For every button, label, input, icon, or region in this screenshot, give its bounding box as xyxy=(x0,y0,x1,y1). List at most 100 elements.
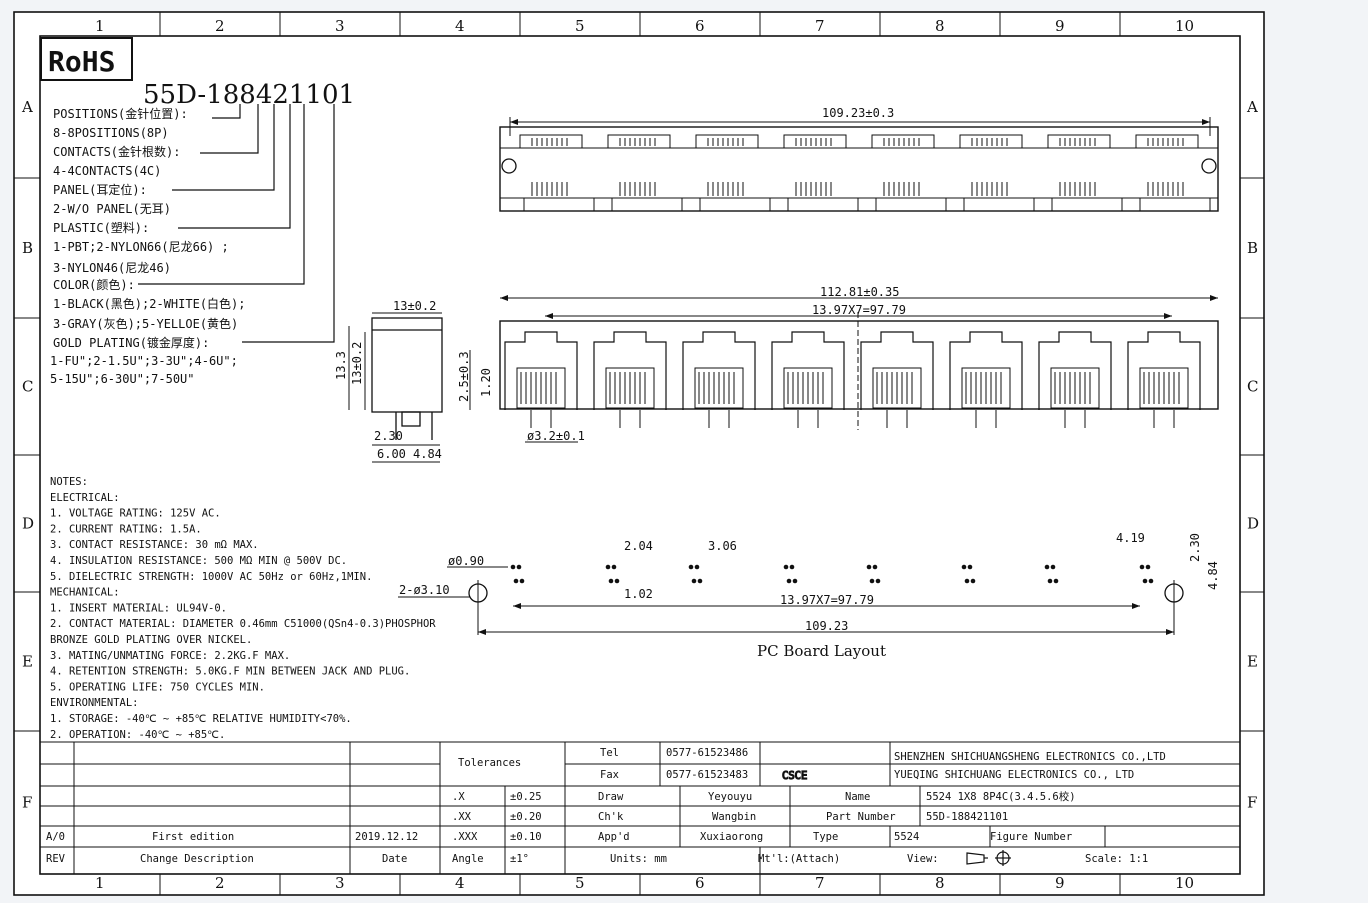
grid-row-label-left: B xyxy=(22,239,33,257)
grid-col-label-bottom: 10 xyxy=(1175,874,1194,892)
fax-label: Fax xyxy=(600,769,619,781)
company-name-2: YUEQING SHICHUANG ELECTRONICS CO., LTD xyxy=(894,769,1134,781)
name-value: 5524 1X8 8P4C(3.4.5.6校) xyxy=(926,790,1076,803)
front-view: 112.81±0.35 13.97X7=97.79 1.20 ø3.2±0.1 xyxy=(479,285,1219,443)
dim-pcb-pitch: 13.97X7=97.79 xyxy=(780,593,874,607)
dim-side-h1: 13.3 xyxy=(334,351,348,380)
tolerance-key: .X xyxy=(452,791,465,803)
part-number-label: Part Number xyxy=(826,811,896,823)
rohs-mark: RoHS xyxy=(48,45,115,78)
title-block-text: Tolerances.X±0.25.XX±0.20.XXX±0.10Angle±… xyxy=(46,747,1166,865)
grid-col-label-bottom: 2 xyxy=(215,874,225,892)
tolerance-value: ±0.20 xyxy=(510,811,542,823)
note-line: BRONZE GOLD PLATING OVER NICKEL. xyxy=(50,634,252,646)
tolerances-label: Tolerances xyxy=(458,757,521,769)
spec-leaders xyxy=(138,104,335,343)
dim-side-b1: 2.30 xyxy=(374,429,403,443)
grid-col-label-bottom: 1 xyxy=(95,874,105,892)
spec-line: 4-4CONTACTS(4C) xyxy=(53,164,161,178)
grid-col-label-top: 3 xyxy=(335,17,345,35)
tel-label: Tel xyxy=(600,747,619,759)
dim-pcb-total: 109.23 xyxy=(805,619,848,633)
dim-pcb-102: 1.02 xyxy=(624,587,653,601)
spec-line: 3-GRAY(灰色);5-YELLOE(黄色) xyxy=(53,317,238,331)
dim-front-pitch: 13.97X7=97.79 xyxy=(812,303,906,317)
dim-side-b3: 4.84 xyxy=(413,447,442,461)
top-view: 109.23±0.3 xyxy=(499,106,1219,212)
spec-line: 1-FU";2-1.5U";3-3U";4-6U"; xyxy=(50,354,238,368)
part-code-spec: POSITIONS(金针位置):8-8POSITIONS(8P)CONTACTS… xyxy=(50,106,246,386)
figure-number-label: Figure Number xyxy=(990,831,1072,843)
scale-label: Scale: 1:1 xyxy=(1085,853,1148,865)
grid-col-label-top: 5 xyxy=(575,17,585,35)
title-block xyxy=(40,741,1240,874)
check-label: Ch'k xyxy=(598,811,624,823)
dim-pcb-204: 2.04 xyxy=(624,539,653,553)
grid-col-label-top: 10 xyxy=(1175,17,1194,35)
pcb-layout xyxy=(398,564,1184,635)
grid-col-label-bottom: 5 xyxy=(575,874,585,892)
spec-line: 1-PBT;2-NYLON66(尼龙66) ; xyxy=(53,240,229,254)
grid-row-label-right: F xyxy=(1247,794,1257,812)
change-description-header: Change Description xyxy=(140,853,254,865)
company-logo: CSCE xyxy=(782,770,807,782)
date-header: Date xyxy=(382,853,407,865)
grid-col-label-bottom: 7 xyxy=(815,874,825,892)
note-line: 1. INSERT MATERIAL: UL94V-0. xyxy=(50,602,227,614)
approved-label: App'd xyxy=(598,831,630,843)
draw-label: Draw xyxy=(598,791,624,803)
grid-col-label-top: 8 xyxy=(935,17,945,35)
company-name-1: SHENZHEN SHICHUANGSHENG ELECTRONICS CO.,… xyxy=(894,751,1166,763)
grid-col-label-top: 4 xyxy=(455,17,465,35)
grid-row-label-right: C xyxy=(1247,378,1258,396)
grid-row-label-right: A xyxy=(1246,98,1258,116)
note-line: 5. OPERATING LIFE: 750 CYCLES MIN. xyxy=(50,681,265,693)
tolerance-value: ±0.25 xyxy=(510,791,542,803)
note-line: 2. CONTACT MATERIAL: DIAMETER 0.46mm C51… xyxy=(50,618,436,630)
dim-pcb-230: 2.30 xyxy=(1188,533,1202,562)
draw-name: Yeyouyu xyxy=(708,791,752,803)
tolerance-value: ±0.10 xyxy=(510,831,542,843)
tolerance-key: .XX xyxy=(452,811,472,823)
note-line: 1. STORAGE: -40℃ ~ +85℃ RELATIVE HUMIDIT… xyxy=(50,713,352,725)
note-line: 3. MATING/UNMATING FORCE: 2.2KG.F MAX. xyxy=(50,650,290,662)
note-line: ELECTRICAL: xyxy=(50,492,120,504)
spec-line: COLOR(颜色): xyxy=(53,277,135,292)
grid-col-label-top: 6 xyxy=(695,17,705,35)
note-line: 4. RETENTION STRENGTH: 5.0KG.F MIN BETWE… xyxy=(50,666,410,678)
tolerance-value: ±1° xyxy=(510,853,529,865)
part-code: 55D-188421101 xyxy=(143,80,355,110)
grid-col-label-top: 1 xyxy=(95,17,105,35)
spec-line: CONTACTS(金针根数): xyxy=(53,144,180,159)
view-icon xyxy=(966,850,1011,866)
note-line: 2. OPERATION: -40℃ ~ +85℃. xyxy=(50,729,225,741)
tolerance-key: .XXX xyxy=(452,831,478,843)
grid-row-label-left: F xyxy=(22,794,32,812)
grid-row-label-right: D xyxy=(1247,515,1259,533)
type-value: 5524 xyxy=(894,831,919,843)
note-line: MECHANICAL: xyxy=(50,587,120,599)
name-label: Name xyxy=(845,791,870,803)
dim-side-h2: 13±0.2 xyxy=(350,342,364,385)
dim-side-b2: 6.00 xyxy=(377,447,406,461)
view-label: View: xyxy=(907,853,939,865)
check-name: Wangbin xyxy=(712,811,756,823)
revision-date: 2019.12.12 xyxy=(355,831,418,843)
grid-row-label-right: E xyxy=(1247,653,1258,671)
grid-row-label-left: C xyxy=(22,378,33,396)
dim-pcb-419: 4.19 xyxy=(1116,531,1145,545)
revision-code: A/0 xyxy=(46,831,65,843)
fax-number: 0577-61523483 xyxy=(666,769,748,781)
spec-line: POSITIONS(金针位置): xyxy=(53,106,188,121)
pcb-layout-title: PC Board Layout xyxy=(757,642,886,660)
note-line: ENVIRONMENTAL: xyxy=(50,697,139,709)
side-view xyxy=(348,312,471,463)
grid-row-label-left: E xyxy=(22,653,33,671)
grid-col-label-bottom: 9 xyxy=(1055,874,1065,892)
grid-row-label-right: B xyxy=(1247,239,1258,257)
note-line: 5. DIELECTRIC STRENGTH: 1000V AC 50Hz or… xyxy=(50,571,372,583)
dim-front-height: 1.20 xyxy=(479,368,493,397)
dim-pcb-pin: ø0.90 xyxy=(448,554,484,568)
grid-col-label-bottom: 3 xyxy=(335,874,345,892)
